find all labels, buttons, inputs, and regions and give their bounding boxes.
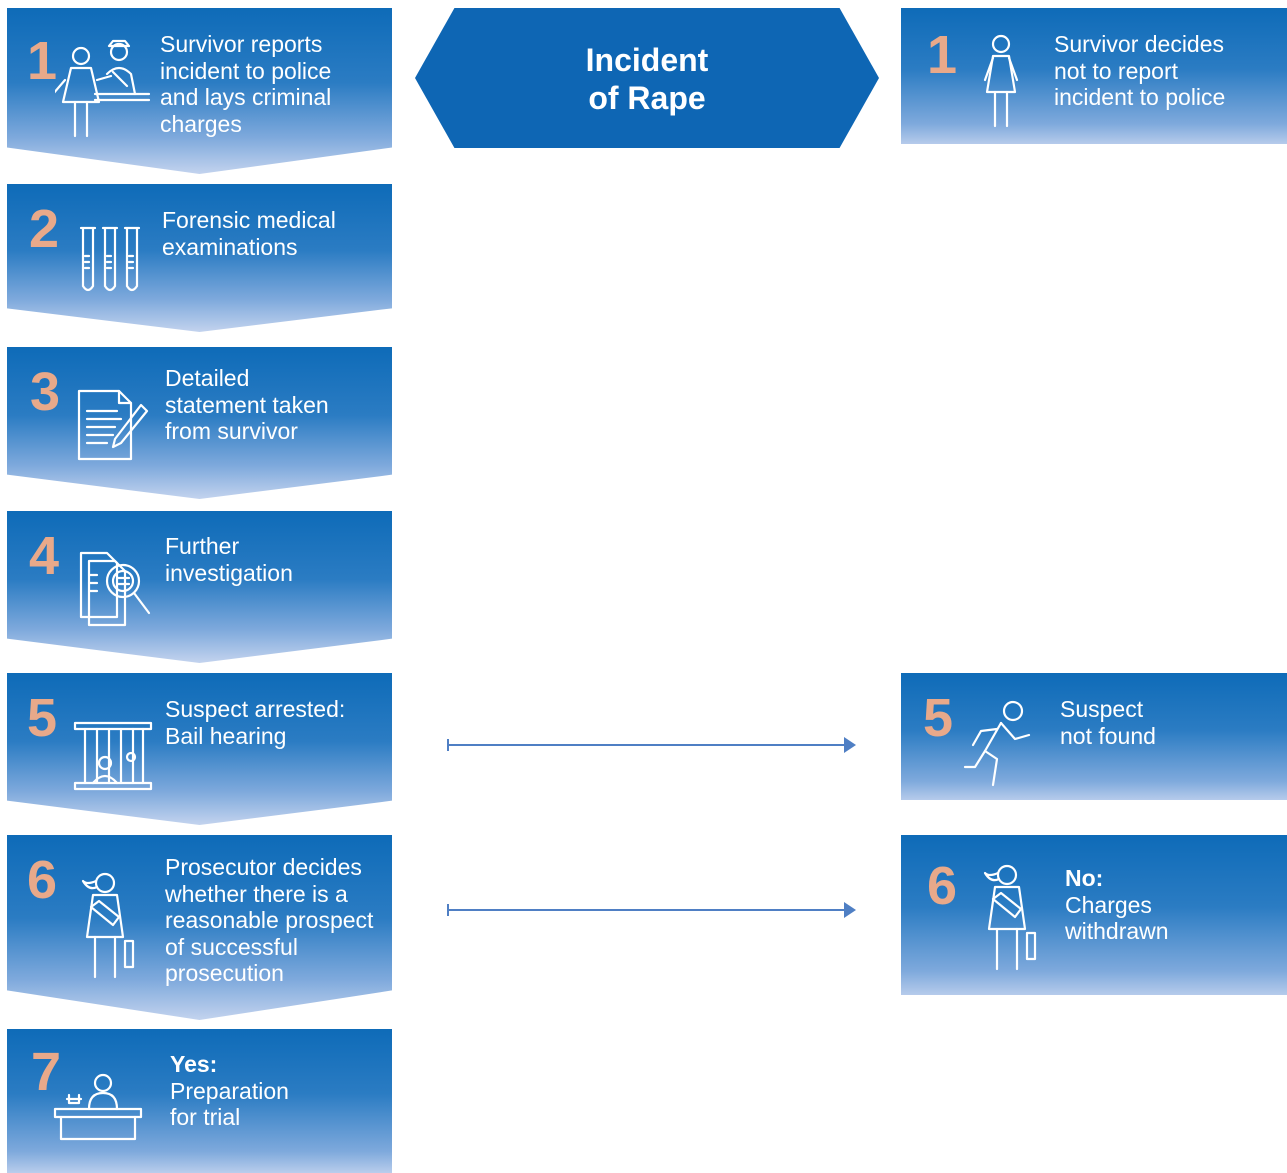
judge-bench-icon [53, 1073, 143, 1143]
box-number: 5 [923, 688, 954, 748]
running-man-icon [963, 699, 1033, 789]
document-pen-icon [77, 387, 149, 463]
step-number: 5 [27, 688, 58, 748]
step-number: 1 [27, 31, 58, 91]
step-5-text: Suspect arrested:Bail hearing [165, 696, 346, 749]
incident-header: Incident of Rape [415, 8, 879, 148]
jail-cell-icon [73, 721, 153, 791]
step-number: 7 [31, 1042, 62, 1102]
step-number: 6 [27, 850, 58, 910]
survivor-police-icon [55, 36, 151, 140]
step-number: 4 [29, 526, 60, 586]
incident-title: Incident of Rape [585, 42, 709, 116]
test-tubes-icon [77, 226, 147, 296]
arrow-step5-to-not-found [447, 737, 856, 753]
step-number: 3 [30, 362, 61, 422]
step-5-arrest: 5 Suspect arrested:Bail hearing [7, 673, 392, 825]
box-number: 1 [927, 25, 958, 85]
arrow-step6-to-withdrawn [447, 902, 856, 918]
document-search-icon [79, 551, 159, 627]
prosecutor-icon [79, 871, 135, 981]
box-number: 6 [927, 856, 958, 916]
prosecutor-icon [981, 863, 1037, 973]
step-number: 2 [29, 199, 60, 259]
woman-icon [981, 34, 1021, 130]
